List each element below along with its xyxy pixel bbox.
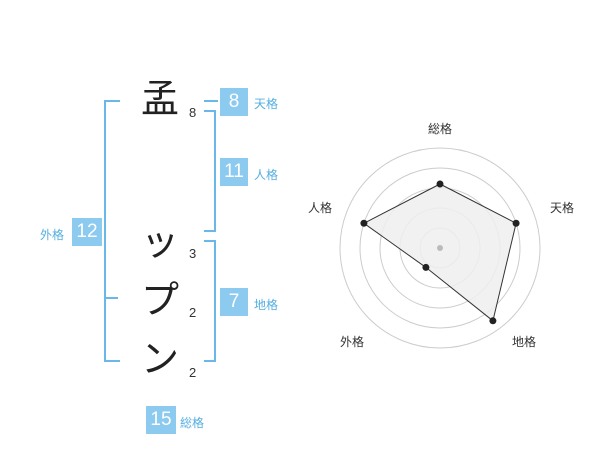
- chikaku-bracket: [204, 240, 216, 362]
- stroke-count-4: 2: [189, 365, 197, 380]
- name-char-3: プ: [140, 278, 179, 322]
- radar-point: [360, 219, 368, 227]
- soukaku-badge: 15: [146, 406, 176, 434]
- radar-point: [512, 219, 520, 227]
- stroke-count-3: 2: [189, 305, 197, 320]
- tenkaku-bracket: [204, 100, 218, 102]
- radar-axis-label-gaikaku: 外格: [340, 334, 364, 349]
- stroke-count-2: 3: [189, 246, 197, 261]
- gaikaku-badge: 12: [72, 218, 102, 246]
- jinkaku-label: 人格: [254, 168, 279, 182]
- name-char-4: ン: [140, 337, 179, 381]
- radar-point: [436, 180, 444, 188]
- soukaku-label: 総格: [180, 416, 205, 430]
- name-char-2: ッ: [140, 220, 179, 264]
- name-char-1: 孟: [140, 77, 179, 121]
- radar-ring: [359, 167, 521, 329]
- jinkaku-bracket: [204, 110, 216, 232]
- gaikaku-bracket: [104, 100, 120, 362]
- gaikaku-label: 外格: [40, 228, 65, 242]
- chikaku-badge: 7: [220, 288, 248, 316]
- radar-axis-label-soukaku: 総格: [428, 121, 452, 136]
- tenkaku-label: 天格: [254, 97, 279, 111]
- tenkaku-badge: 8: [220, 88, 248, 116]
- radar-axis-label-chikaku: 地格: [512, 334, 536, 349]
- gaikaku-bracket-tick: [104, 297, 118, 299]
- chikaku-label: 地格: [254, 298, 279, 312]
- radar-axis-label-tenkaku: 天格: [550, 200, 574, 215]
- radar-chart: 総格 天格 地格 外格 人格: [308, 121, 574, 349]
- radar-center-dot: [437, 245, 443, 251]
- radar-point: [489, 317, 497, 325]
- radar-axis-label-jinkaku: 人格: [308, 200, 332, 215]
- radar-point: [422, 263, 430, 271]
- radar-shape: [362, 183, 517, 322]
- stroke-count-1: 8: [189, 105, 197, 120]
- jinkaku-badge: 11: [220, 158, 248, 186]
